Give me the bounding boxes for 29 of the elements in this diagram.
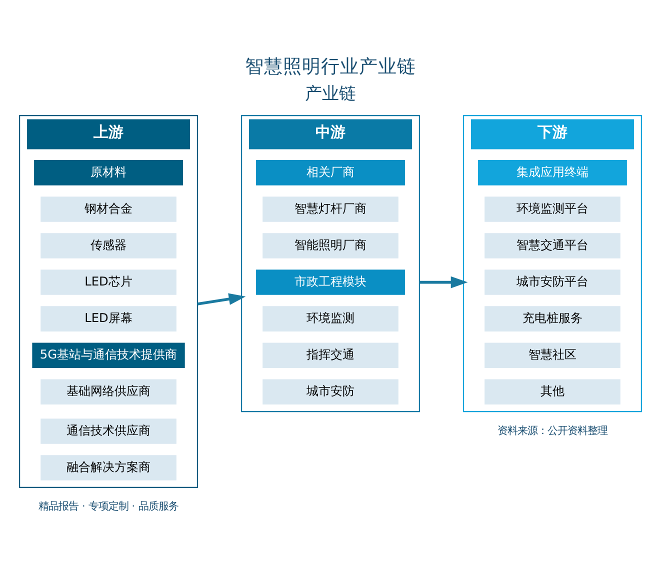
node-box: 其他 — [484, 378, 620, 404]
diagram-title: 智慧照明行业产业链 — [245, 56, 416, 77]
label: 精品报告 · 专项定制 · 品质服务 — [38, 500, 178, 512]
node-box: 市政工程模块 — [256, 269, 405, 294]
node-box: 基础网络供应商 — [40, 378, 176, 404]
node-box: LED屏幕 — [40, 306, 176, 331]
node-box: 集成应用终端 — [478, 160, 627, 185]
node-box: 智慧灯杆厂商 — [262, 196, 398, 222]
node-box: 城市安防平台 — [484, 269, 620, 294]
label: 资料来源：公开资料整理 — [497, 424, 608, 436]
node-box: 传感器 — [40, 232, 176, 258]
node-box: 环境监测 — [262, 306, 398, 331]
node-box: 通信技术供应商 — [40, 418, 176, 444]
node-box: 智慧交通平台 — [484, 232, 620, 258]
node-box: 相关厂商 — [256, 160, 405, 185]
node-box: 原材料 — [34, 160, 183, 185]
node-box: 智能照明厂商 — [262, 232, 398, 258]
label: 产业链 — [305, 82, 356, 103]
node-box: LED芯片 — [40, 269, 176, 294]
node-box: 城市安防 — [262, 378, 398, 404]
arrow — [419, 276, 468, 288]
node-box: 指挥交通 — [262, 342, 398, 368]
node-box: 融合解决方案商 — [40, 454, 176, 480]
node-box: 充电桩服务 — [484, 306, 620, 331]
arrow — [197, 292, 246, 305]
node-box: 5G基站与通信技术提供商 — [32, 342, 185, 368]
node-box: 环境监测平台 — [484, 196, 620, 222]
node-box: 钢材合金 — [40, 196, 176, 222]
node-box: 智慧社区 — [484, 342, 620, 368]
